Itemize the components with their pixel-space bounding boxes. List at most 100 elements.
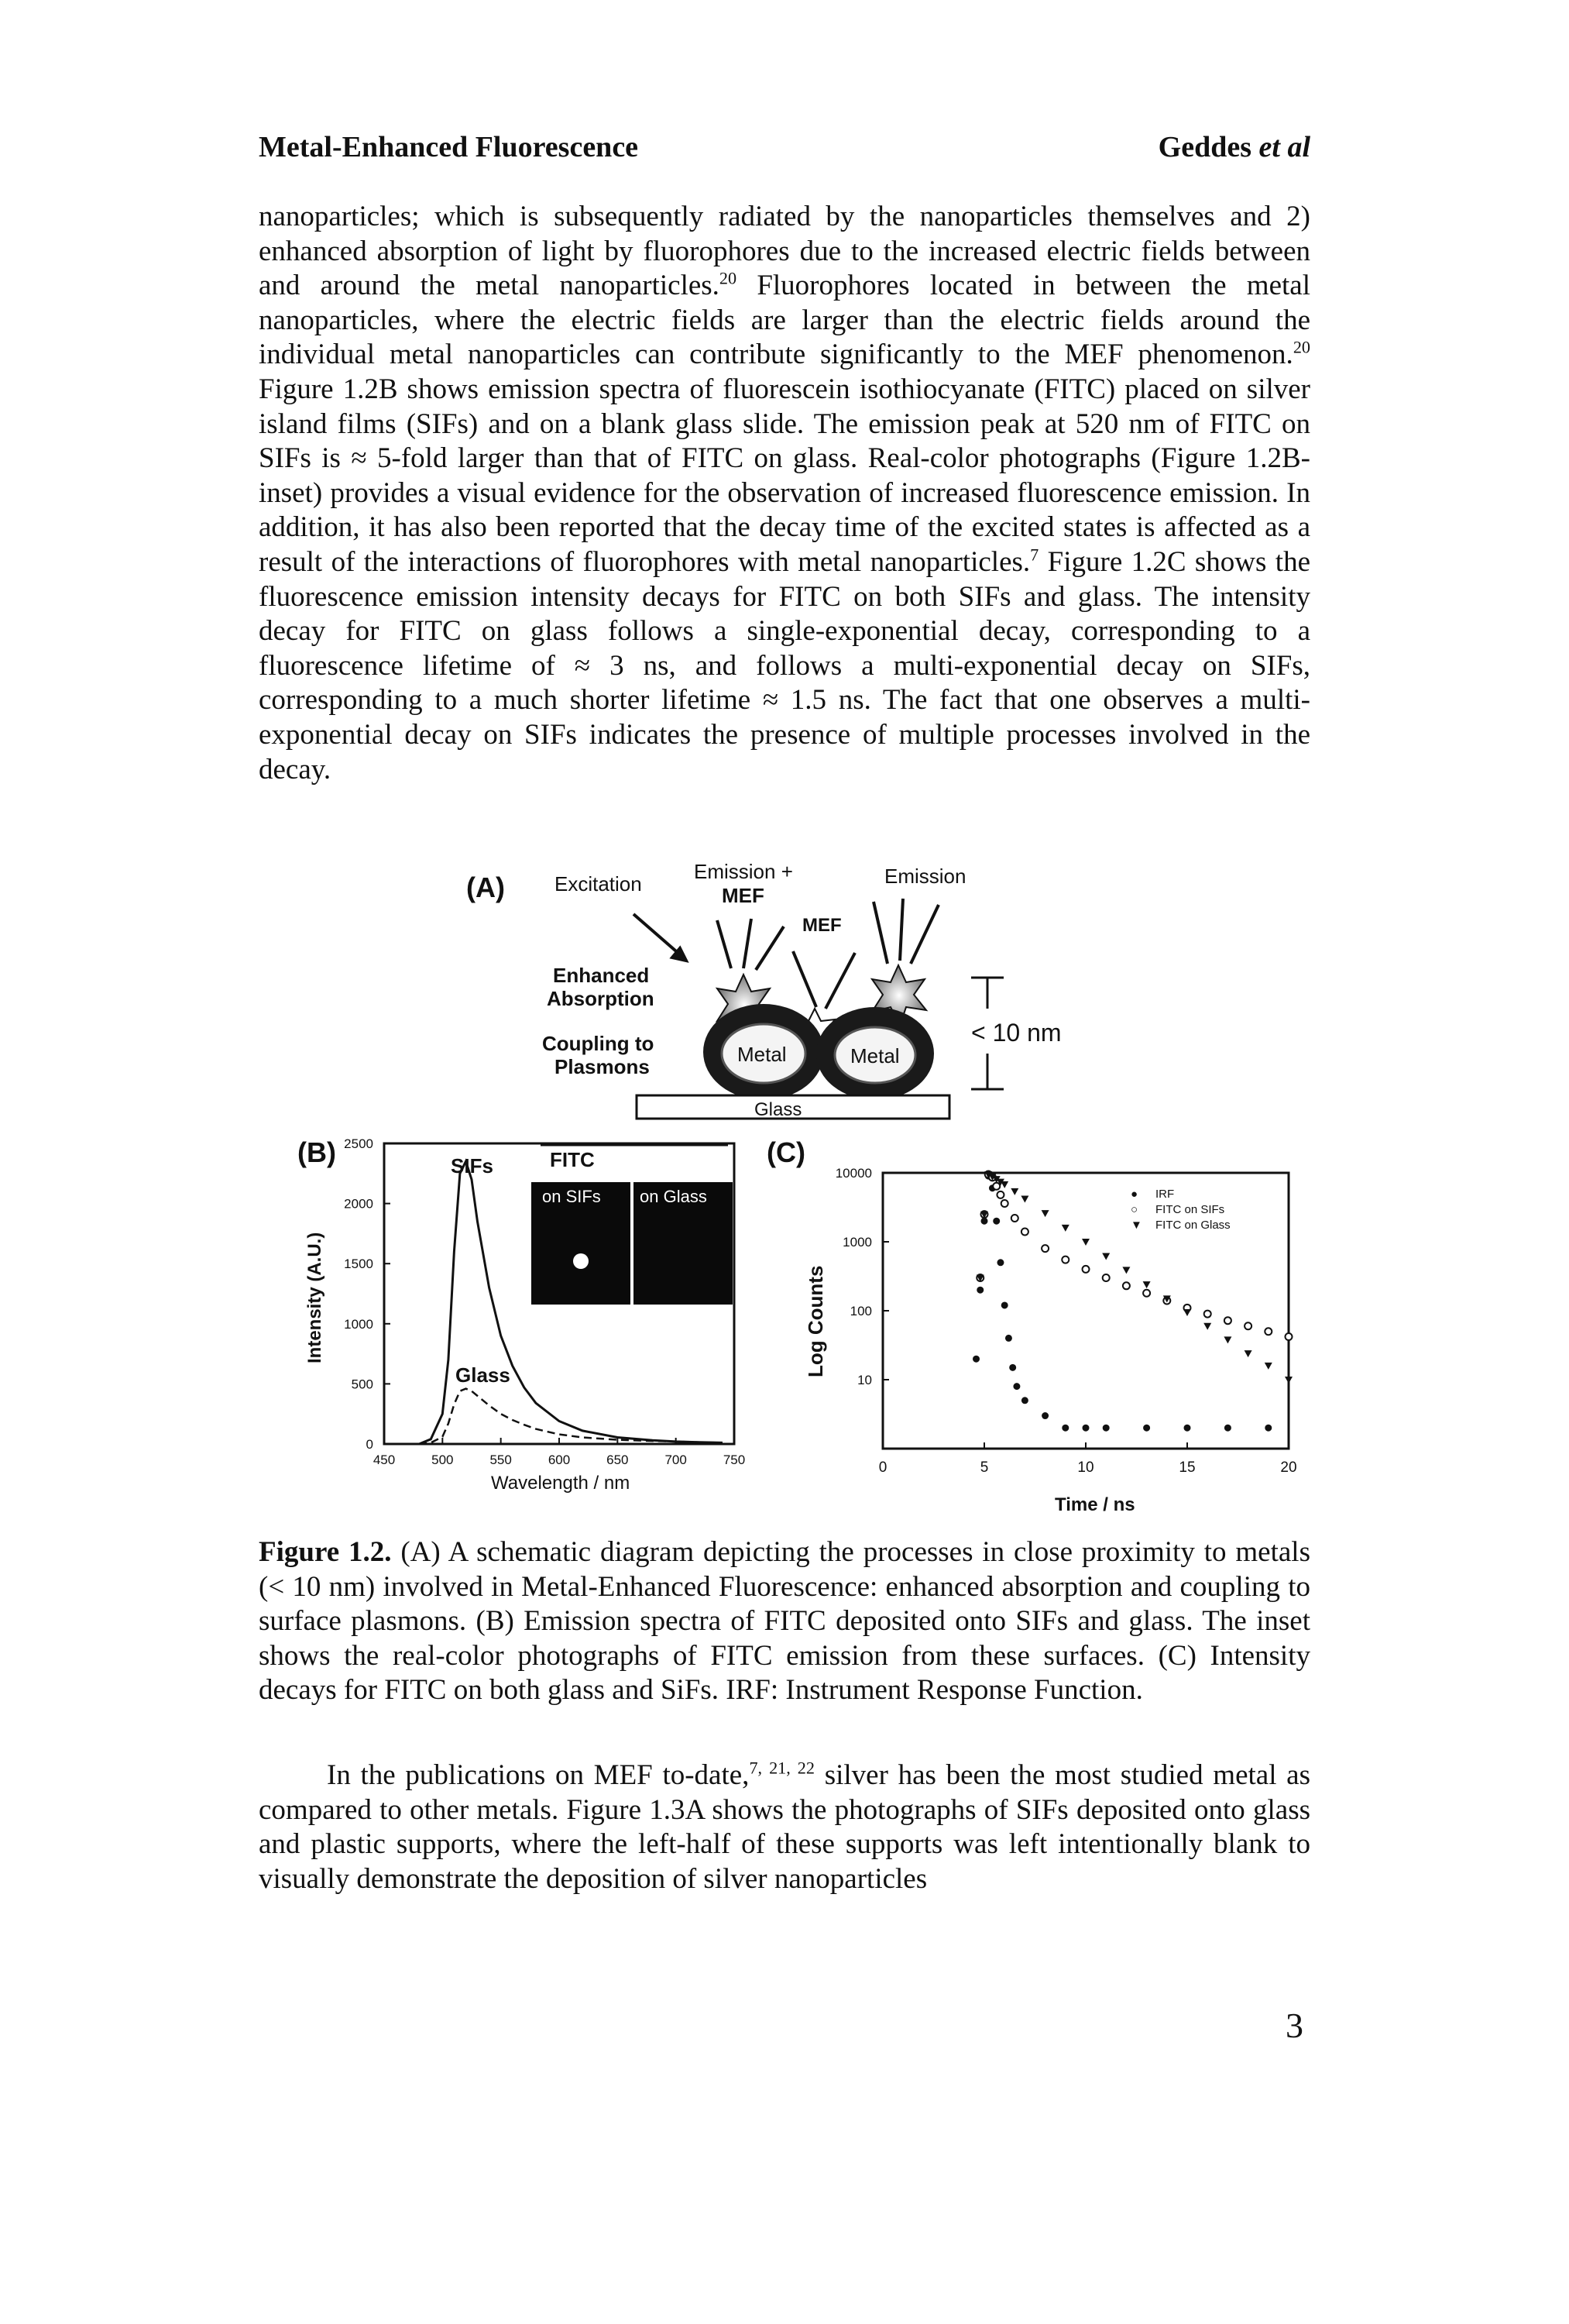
inset-photo-sifs: on SIFs: [531, 1182, 630, 1305]
c-xtick-label-0: 0: [879, 1459, 887, 1476]
legend-label-glass: FITC on Glass: [1155, 1219, 1231, 1232]
c-point-fitc-on-sifs-7: [1010, 1214, 1019, 1223]
caption-label: Figure 1.2.: [259, 1536, 392, 1568]
c-point-irf-8: [1004, 1334, 1012, 1342]
label-coupling: Coupling to: [542, 1032, 654, 1055]
panel-c-chart: (C) Log Counts Time / ns 10100100010000 …: [767, 1136, 1297, 1515]
c-point-fitc-on-glass-11: [1082, 1239, 1090, 1246]
distance-bracket: [971, 976, 1004, 1091]
b-xtick-label-1: 500: [431, 1452, 453, 1467]
p2-refs: 7, 21, 22: [749, 1758, 815, 1778]
b-series-glass-line: [419, 1387, 723, 1446]
c-point-fitc-on-glass-14: [1142, 1281, 1151, 1289]
label-excitation: Excitation: [554, 872, 642, 896]
c-xtick-label-4: 20: [1280, 1459, 1296, 1476]
c-point-irf-5: [993, 1217, 1001, 1225]
b-ytick-label-5: 2500: [344, 1136, 373, 1151]
c-ytick-label-2: 1000: [843, 1235, 872, 1250]
c-point-irf-18: [1224, 1424, 1231, 1432]
b-series-sifs-line: [418, 1158, 723, 1446]
inset-photo-glass: on Glass: [633, 1182, 733, 1305]
c-point-irf-19: [1265, 1424, 1272, 1432]
c-point-fitc-on-glass-17: [1203, 1322, 1212, 1330]
emission-mef-arrows: [716, 918, 857, 1009]
c-point-irf-12: [1042, 1412, 1049, 1420]
panel-b-label: (B): [297, 1136, 336, 1168]
p1-text-4: Figure 1.2C shows the fluorescence emiss…: [259, 545, 1311, 786]
c-point-fitc-on-glass-3: [988, 1173, 997, 1181]
c-xtick-label-3: 15: [1179, 1459, 1195, 1476]
c-point-fitc-on-glass-6: [1001, 1181, 1009, 1188]
c-point-irf-7: [1001, 1301, 1008, 1309]
c-point-irf-0: [973, 1355, 980, 1363]
panel-b-chart: (B) Intensity (A.U.) Wavelength / nm 050…: [297, 1136, 745, 1494]
p1-text-3: Figure 1.2B shows emission spectra of fl…: [259, 373, 1310, 578]
label-mef: MEF: [802, 915, 842, 936]
c-point-fitc-on-glass-10: [1061, 1224, 1069, 1232]
legend-marker-irf: ●: [1131, 1188, 1138, 1201]
c-point-fitc-on-sifs-11: [1081, 1264, 1090, 1274]
c-point-fitc-on-glass-7: [1011, 1188, 1019, 1195]
b-xtick-label-5: 700: [664, 1452, 686, 1467]
panel-a-schematic: (A) Excitation Emission + MEF Emission M…: [466, 860, 1062, 1120]
c-series-irf: [973, 1172, 1272, 1432]
header-author-name: Geddes: [1158, 131, 1259, 163]
c-point-fitc-on-glass-12: [1102, 1253, 1111, 1260]
legend-label-sifs: FITC on SIFs: [1155, 1203, 1224, 1216]
body-paragraph-1: nanoparticles; which is subsequently rad…: [259, 200, 1310, 787]
c-point-irf-13: [1062, 1424, 1069, 1432]
c-point-fitc-on-sifs-13: [1121, 1281, 1131, 1291]
c-point-fitc-on-glass-21: [1285, 1377, 1293, 1384]
p2-text-2: silver has been the most studied metal a…: [259, 1759, 1310, 1895]
label-emission-plus: Emission +: [694, 860, 793, 883]
c-ytick-label-1: 100: [850, 1304, 872, 1318]
inset-label-sifs: on SIFs: [542, 1187, 601, 1206]
label-emission: Emission: [884, 865, 966, 888]
panel-b-glass-label: Glass: [455, 1363, 510, 1387]
c-point-fitc-on-sifs-5: [996, 1190, 1005, 1199]
label-emission-mef: MEF: [722, 884, 764, 907]
c-point-fitc-on-glass-5: [996, 1178, 1004, 1186]
page-number: 3: [1286, 2006, 1303, 2045]
c-point-fitc-on-glass-4: [992, 1176, 1001, 1184]
b-ytick-label-4: 2000: [344, 1197, 373, 1212]
body-paragraph-2: In the publications on MEF to-date,7, 21…: [259, 1758, 1310, 1896]
glass-label: Glass: [754, 1099, 802, 1120]
panel-c-label: (C): [767, 1136, 805, 1168]
p1-ref-2: 20: [1293, 338, 1310, 358]
c-point-fitc-on-sifs-19: [1244, 1322, 1253, 1331]
b-xtick-label-4: 650: [606, 1452, 628, 1467]
c-ytick-label-0: 10: [857, 1373, 872, 1387]
running-header-authors: Geddes et al: [1159, 130, 1310, 164]
metal-particle-right: Metal: [816, 1007, 934, 1100]
legend-label-irf: IRF: [1155, 1188, 1174, 1201]
c-xtick-label-1: 5: [980, 1459, 989, 1476]
b-xtick-label-6: 750: [723, 1452, 745, 1467]
p1-ref-3: 7: [1030, 545, 1039, 565]
c-point-fitc-on-glass-13: [1122, 1267, 1131, 1274]
c-point-fitc-on-sifs-4: [992, 1181, 1001, 1191]
panel-b-fitc-label: FITC: [550, 1148, 595, 1171]
b-ytick-label-2: 1000: [344, 1317, 373, 1332]
c-point-fitc-on-sifs-9: [1041, 1244, 1050, 1253]
c-point-fitc-on-glass-19: [1244, 1350, 1252, 1358]
c-point-fitc-on-sifs-10: [1061, 1255, 1070, 1264]
header-et-al: et al: [1258, 131, 1310, 163]
c-point-irf-15: [1102, 1424, 1110, 1432]
panel-c-legend: ● IRF ○ FITC on SIFs ▼ FITC on Glass: [1131, 1188, 1231, 1232]
c-point-irf-9: [1009, 1363, 1017, 1371]
running-header-title: Metal-Enhanced Fluorescence: [259, 131, 639, 163]
label-absorption: Absorption: [547, 987, 654, 1010]
p2-text-1: In the publications on MEF to-date,: [327, 1759, 750, 1791]
c-point-fitc-on-glass-16: [1183, 1308, 1191, 1316]
c-point-fitc-on-sifs-6: [1000, 1198, 1009, 1208]
metal-label-left: Metal: [737, 1043, 787, 1066]
c-point-fitc-on-sifs-12: [1101, 1274, 1111, 1283]
panel-b-sifs-label: SIFs: [451, 1154, 493, 1177]
label-plasmons: Plasmons: [554, 1055, 650, 1078]
b-xtick-label-3: 600: [548, 1452, 570, 1467]
c-ytick-label-3: 10000: [836, 1166, 872, 1181]
